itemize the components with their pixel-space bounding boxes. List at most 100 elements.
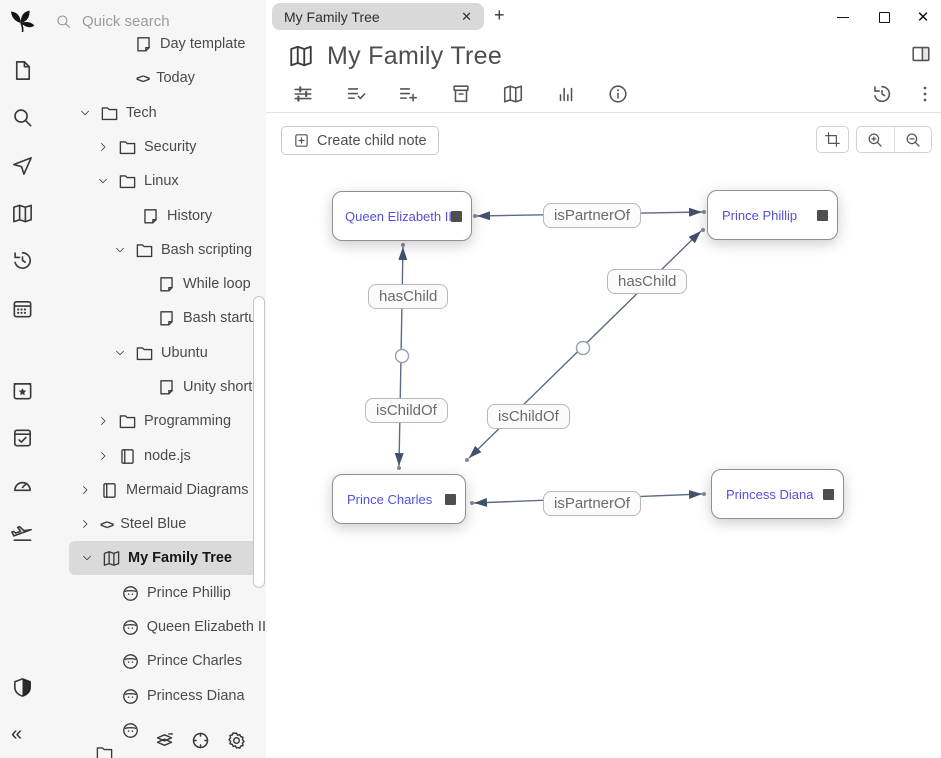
target-icon[interactable] xyxy=(190,730,211,751)
note-title-row: My Family Tree xyxy=(266,34,941,78)
revisions-icon[interactable] xyxy=(871,83,893,105)
protected-session-button[interactable] xyxy=(11,676,34,699)
chevron-right-icon xyxy=(101,452,106,460)
collapse-panel-button[interactable]: « xyxy=(11,724,34,747)
note-plus-icon xyxy=(295,134,308,147)
tree-item-today[interactable]: <>Today xyxy=(136,70,195,86)
tree-item-my-family-tree[interactable]: My Family Tree xyxy=(69,541,259,575)
tree-item-while-loop[interactable]: While loop xyxy=(45,267,266,301)
tree-item-mermaid-diagrams[interactable]: Mermaid Diagrams xyxy=(45,473,266,507)
chevron-down-icon xyxy=(81,110,89,116)
node-title-link[interactable]: Prince Phillip xyxy=(722,207,798,223)
map-node-princess-diana[interactable]: Princess Diana xyxy=(711,469,844,519)
gear-icon[interactable] xyxy=(226,730,247,751)
owned-attributes-icon[interactable] xyxy=(397,83,419,105)
task-list-button[interactable] xyxy=(11,426,34,449)
tree-item-day-template[interactable]: Day template xyxy=(45,27,266,61)
window-minimize-button[interactable] xyxy=(834,8,852,26)
quick-search xyxy=(45,0,266,42)
tree-item-history[interactable]: History xyxy=(45,199,266,233)
chevron-right-icon xyxy=(83,520,88,528)
note-info-icon[interactable] xyxy=(607,83,629,105)
node-title-link[interactable]: Prince Charles xyxy=(347,491,433,507)
map-node-queen-elizabeth[interactable]: Queen Elizabeth II xyxy=(332,191,472,241)
node-resize-handle[interactable] xyxy=(445,493,456,505)
maximize-icon xyxy=(878,11,890,23)
travel-button[interactable] xyxy=(11,522,34,545)
search-button[interactable] xyxy=(11,106,34,129)
basic-properties-icon[interactable] xyxy=(292,83,314,105)
edge-label-haschild[interactable]: hasChild xyxy=(607,269,688,294)
folder-icon xyxy=(119,174,136,188)
map-node-prince-charles[interactable]: Prince Charles xyxy=(332,474,466,524)
map-node-prince-phillip[interactable]: Prince Phillip xyxy=(707,190,838,240)
tree-item-prince-charles[interactable]: Prince Charles xyxy=(45,644,266,678)
tree-item-steel-blue[interactable]: <>Steel Blue xyxy=(45,507,266,541)
jump-to-note-button[interactable] xyxy=(11,154,34,177)
edge-label-ischildof[interactable]: isChildOf xyxy=(487,404,570,429)
tree-scrollbar-thumb[interactable] xyxy=(253,296,265,588)
map-icon xyxy=(290,45,312,67)
folder-icon xyxy=(119,414,136,428)
note-icon xyxy=(160,379,173,395)
quick-search-input[interactable] xyxy=(82,12,232,30)
calendar-button[interactable] xyxy=(11,297,34,320)
zoom-button-group xyxy=(856,126,932,153)
ribbon-toolbar xyxy=(266,78,941,113)
edge-label-ischildof[interactable]: isChildOf xyxy=(365,398,448,423)
tree-item-ubuntu[interactable]: Ubuntu xyxy=(45,336,266,370)
folder-icon xyxy=(119,140,136,154)
split-panel-icon[interactable] xyxy=(910,43,932,65)
tree-item-security[interactable]: Security xyxy=(45,130,266,164)
layers-icon[interactable] xyxy=(154,730,175,751)
tab-my-family-tree[interactable]: My Family Tree ✕ xyxy=(272,3,484,30)
edge-label-ispartnerof[interactable]: isPartnerOf xyxy=(543,203,641,228)
relation-map-icon[interactable] xyxy=(502,83,524,105)
trilium-logo-icon xyxy=(11,10,35,33)
create-child-note-button[interactable]: Create child note xyxy=(281,126,439,155)
note-properties-icon[interactable] xyxy=(345,83,367,105)
new-note-button[interactable] xyxy=(11,59,34,82)
tree-item-programming[interactable]: Programming xyxy=(45,404,266,438)
canvas-toolbar: Create child note xyxy=(266,113,941,157)
person-icon xyxy=(123,688,138,704)
node-title-link[interactable]: Queen Elizabeth II xyxy=(345,208,452,224)
tree-item-queen-elizabeth[interactable]: Queen Elizabeth II xyxy=(45,610,266,644)
archive-icon[interactable] xyxy=(450,83,472,105)
node-resize-handle[interactable] xyxy=(817,209,828,221)
new-tab-button[interactable]: + xyxy=(494,5,505,25)
chevron-down-icon xyxy=(116,247,124,253)
chevron-down-icon xyxy=(99,178,107,184)
reset-pan-zoom-button[interactable] xyxy=(816,126,849,153)
page-title: My Family Tree xyxy=(327,41,503,70)
tree-item-prince-phillip[interactable]: Prince Phillip xyxy=(45,576,266,610)
window-close-button[interactable]: ✕ xyxy=(916,9,930,26)
node-resize-handle[interactable] xyxy=(823,488,834,500)
edge-label-ispartnerof[interactable]: isPartnerOf xyxy=(543,491,641,516)
dashboard-button[interactable] xyxy=(11,474,34,497)
zoom-in-button[interactable] xyxy=(857,127,895,152)
book-icon xyxy=(121,448,134,464)
more-options-icon[interactable] xyxy=(914,83,936,105)
code-icon: <> xyxy=(136,70,150,86)
tab-close-icon[interactable]: ✕ xyxy=(461,8,472,24)
tree-item-bash-scripting[interactable]: Bash scripting xyxy=(45,233,266,267)
bookmark-calendar-button[interactable] xyxy=(11,379,34,402)
tree-item-linux[interactable]: Linux xyxy=(45,164,266,198)
edge-label-haschild[interactable]: hasChild xyxy=(368,284,449,309)
zoom-out-button[interactable] xyxy=(895,127,932,152)
window-maximize-button[interactable] xyxy=(875,8,893,26)
zoom-out-icon xyxy=(906,133,920,147)
tree-item-unity-shortcuts[interactable]: Unity shortc xyxy=(45,370,266,404)
tree-item-nodejs[interactable]: node.js xyxy=(45,439,266,473)
tree-item-bash-startup[interactable]: Bash startup xyxy=(45,301,266,335)
node-resize-handle[interactable] xyxy=(451,210,462,222)
crop-icon xyxy=(825,132,840,147)
recent-changes-button[interactable] xyxy=(11,249,34,272)
tree-item-tech[interactable]: Tech xyxy=(45,96,266,130)
analytics-icon[interactable] xyxy=(555,83,577,105)
node-title-link[interactable]: Princess Diana xyxy=(726,486,814,502)
chevron-down-icon xyxy=(83,555,91,561)
tree-item-princess-diana[interactable]: Princess Diana xyxy=(45,679,266,713)
open-map-button[interactable] xyxy=(11,202,34,225)
